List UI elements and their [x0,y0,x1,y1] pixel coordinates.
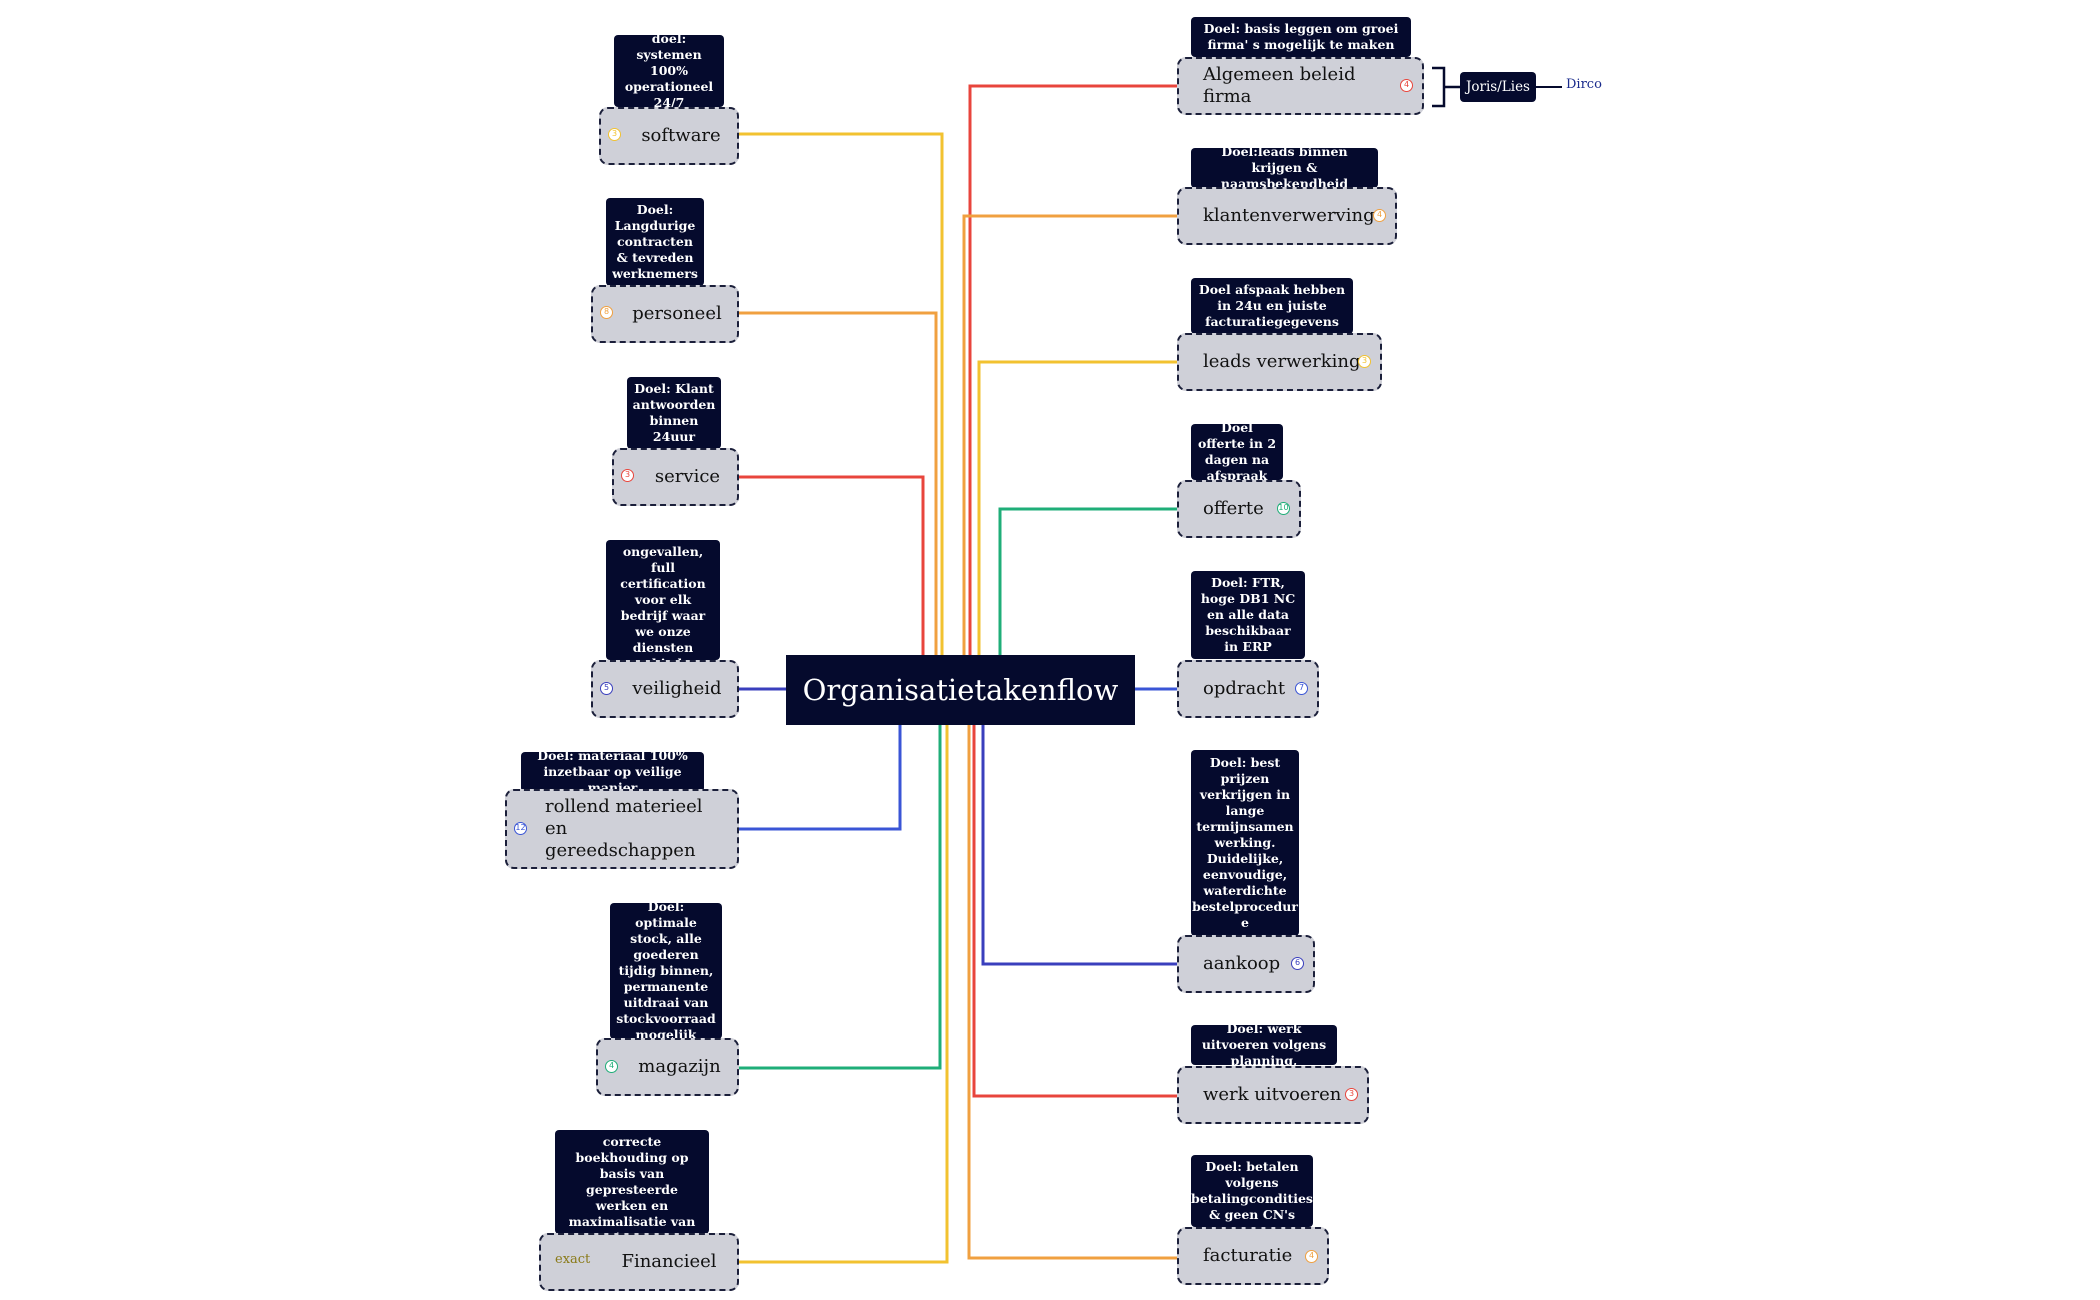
connector-magazijn [737,722,942,1070]
node-offerte-label: offerte [1203,498,1264,519]
goal-aankoop: Doel: best prijzen verkrijgen in lange t… [1191,750,1299,936]
node-rollend[interactable]: rollend materieel en gereedschappen [505,789,739,869]
connector-offerte [998,507,1188,660]
badge-leads: 3 [1358,355,1371,368]
goal-werk: Doel: werk uitvoeren volgens planning, [1191,1021,1337,1068]
node-rollend-label: rollend materieel en gereedschappen [545,796,703,861]
node-aankoop-label: aankoop [1203,953,1281,974]
goal-beleid: Doel: basis leggen om groei firma' s mog… [1191,17,1411,57]
connector-klanten [962,214,1188,660]
badge-opdracht: 7 [1295,682,1308,695]
connector-facturatie [967,722,1188,1260]
badge-software: 3 [608,128,621,141]
badge-personeel: 8 [600,306,613,319]
bracket [1432,66,1460,108]
node-beleid-label: Algemeen beleid firma [1203,64,1356,107]
goal-rollend: Doel: materiaal 100% inzetbaar op veilig… [521,748,704,795]
badge-veiligheid: 5 [600,682,613,695]
goal-opdracht: Doel: FTR, hoge DB1 NC en alle data besc… [1191,571,1305,659]
node-leads-label: leads verwerking [1203,351,1361,372]
node-software[interactable]: software [599,107,739,165]
node-service-label: service [654,466,721,487]
connector-beleid [968,84,1188,660]
connector-werk [972,722,1188,1098]
badge-aankoop: 6 [1291,957,1304,970]
node-werk[interactable]: werk uitvoeren [1177,1066,1369,1124]
node-magazijn-label: magazijn [638,1056,721,1077]
node-werk-label: werk uitvoeren [1203,1084,1342,1105]
node-service[interactable]: service [612,448,739,506]
goal-service: Doel: Klant antwoorden binnen 24uur [627,377,721,449]
connector-personeel [737,311,938,660]
node-facturatie-label: facturatie [1203,1245,1293,1266]
exact-label[interactable]: exact [555,1252,591,1267]
badge-offerte: 10 [1277,502,1290,515]
node-financieel-label: Financieel [621,1251,717,1272]
node-software-label: software [641,125,721,146]
connector-service [737,475,925,660]
node-facturatie[interactable]: facturatie [1177,1227,1329,1285]
goal-software: doel: systemen 100% operationeel 24/7 [614,31,724,110]
goal-magazijn: Doel: optimale stock, alle goederen tijd… [610,899,722,1042]
goal-facturatie: Doel: betalen volgens betalingcondities … [1191,1155,1313,1227]
node-beleid[interactable]: Algemeen beleid firma [1177,57,1424,115]
goal-leads: Doel afspaak hebben in 24u en juiste fac… [1191,278,1353,334]
connector-financieel [737,722,949,1264]
badge-facturatie: 4 [1305,1250,1318,1263]
badge-werk: 3 [1345,1088,1358,1101]
connector-aankoop [981,722,1188,966]
connector-software [737,132,944,660]
node-personeel[interactable]: personeel [591,285,739,343]
badge-klanten: 4 [1373,209,1386,222]
node-klanten-label: klantenverwerving [1203,205,1375,226]
node-veiligheid[interactable]: veiligheid [591,660,739,718]
goal-klanten: Doel:leads binnen krijgen & naamsbekendh… [1191,144,1378,191]
goal-financieel: Doel: Heldere correcte boekhouding op ba… [555,1118,709,1245]
side-note-joris-lies[interactable]: Joris/Lies [1460,72,1536,102]
side-note-dirco[interactable]: Dirco [1566,77,1602,92]
node-financieel[interactable]: Financieel [539,1233,739,1291]
goal-personeel: Doel: Langdurige contracten & tevreden w… [606,198,704,286]
node-leads[interactable]: leads verwerking [1177,333,1382,391]
node-aankoop[interactable]: aankoop [1177,935,1315,993]
goal-veiligheid: doel: zero ongevallen, full certificatio… [606,528,720,671]
node-magazijn[interactable]: magazijn [596,1038,739,1096]
badge-service: 3 [621,469,634,482]
goal-offerte: Doel offerte in 2 dagen na afspraak [1191,420,1283,483]
badge-rollend: 12 [514,822,527,835]
node-klanten[interactable]: klantenverwerving [1177,187,1397,245]
node-personeel-label: personeel [632,303,722,324]
node-veiligheid-label: veiligheid [632,678,722,699]
connector-leads [977,360,1188,660]
node-opdracht-label: opdracht [1203,678,1286,699]
connector-rollend [737,722,902,831]
badge-magazijn: 4 [605,1060,618,1073]
badge-beleid: 4 [1400,79,1413,92]
central-topic[interactable]: Organisatietakenflow [786,655,1135,725]
